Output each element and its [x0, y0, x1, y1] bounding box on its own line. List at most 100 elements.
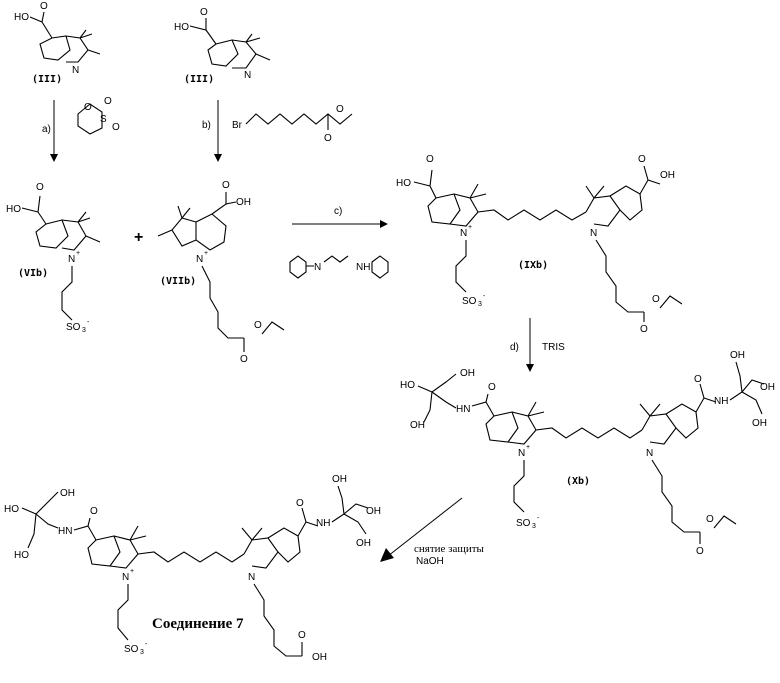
atom-oh: OH	[236, 197, 251, 208]
atom-ho: HO	[400, 380, 415, 391]
atom-nh: NH	[356, 262, 370, 273]
compound-VIIb: OH O N + O O (VIIb)	[158, 180, 284, 365]
label-VIb: (VIb)	[18, 268, 48, 279]
atom-nplus: N	[518, 448, 525, 459]
atom-hn: HN	[456, 404, 470, 415]
plus-sign: +	[134, 229, 143, 246]
atom-n: N	[590, 228, 597, 239]
atom-ho: HO	[396, 178, 411, 189]
atom-o: O	[426, 154, 434, 165]
bromo-ester-reagent: Br O O	[232, 104, 352, 144]
charge-plus: +	[76, 250, 80, 257]
atom-o: O	[296, 498, 304, 509]
atom-n: N	[248, 572, 255, 583]
charge-plus: +	[204, 250, 208, 257]
sub-3: 3	[82, 327, 86, 334]
atom-nplus: N	[68, 254, 75, 265]
charge-plus: +	[130, 568, 134, 575]
atom-s: S	[100, 114, 107, 125]
atom-nh: NH	[714, 396, 728, 407]
label-VIIb: (VIIb)	[160, 276, 196, 287]
atom-o: O	[696, 546, 704, 557]
atom-n: N	[646, 448, 653, 459]
reagent-tris: TRIS	[542, 342, 565, 353]
atom-o: O	[488, 382, 496, 393]
charge-plus: +	[526, 444, 530, 451]
step-b: b)	[202, 120, 211, 131]
atom-so3: SO	[66, 322, 81, 333]
step-d: d)	[510, 342, 519, 353]
charge-minus: -	[483, 293, 486, 300]
sub-3: 3	[532, 523, 536, 530]
atom-o: O	[706, 514, 714, 525]
compound-Xb: HO OH OH HN O N + SO 3 - O NH OH OH OH N…	[400, 350, 775, 557]
atom-o: O	[638, 154, 646, 165]
atom-oh: OH	[410, 420, 425, 431]
atom-ho: HO	[174, 22, 189, 33]
charge-minus: -	[87, 319, 90, 326]
atom-o: O	[324, 133, 332, 144]
sub-3: 3	[478, 301, 482, 308]
atom-o: O	[336, 104, 344, 115]
atom-so3: SO	[516, 518, 531, 529]
step-a: a)	[42, 124, 51, 135]
atom-o: O	[40, 1, 48, 12]
reagent-naoh: NaOH	[416, 556, 444, 567]
atom-ho: HO	[6, 204, 21, 215]
label-III-right: (III)	[184, 74, 214, 85]
compound-7: OH HO HO HN O N + SO 3 - O NH OH OH OH N…	[4, 474, 381, 663]
label-Xb: (Xb)	[566, 476, 590, 487]
atom-o: O	[652, 294, 660, 305]
compound-III-right: HO O N (III)	[174, 7, 270, 85]
atom-n: N	[244, 70, 251, 81]
atom-so3: SO	[462, 296, 477, 307]
compound-III-left: HO O N (III)	[14, 1, 100, 85]
atom-oh: OH	[752, 418, 767, 429]
atom-br: Br	[232, 120, 243, 131]
atom-oh: OH	[60, 488, 75, 499]
charge-minus: -	[537, 515, 540, 522]
atom-ho: HO	[14, 12, 29, 23]
label-IXb: (IXb)	[518, 260, 548, 271]
compound-VIb: HO O N + SO 3 - (VIb)	[6, 182, 100, 334]
atom-ho: HO	[14, 550, 29, 561]
atom-o: O	[254, 320, 262, 331]
atom-n: N	[314, 262, 321, 273]
label-III-left: (III)	[32, 74, 62, 85]
compound-IXb: HO O N + SO 3 - O OH N O O (IXb)	[396, 154, 682, 335]
atom-oh: OH	[730, 350, 745, 361]
atom-ho: HO	[4, 504, 19, 515]
atom-nh: NH	[316, 518, 330, 529]
atom-oh: OH	[660, 170, 675, 181]
atom-o: O	[104, 96, 112, 107]
step-c: c)	[334, 206, 342, 217]
atom-o: O	[200, 7, 208, 18]
atom-o: O	[298, 630, 306, 641]
atom-o: O	[640, 324, 648, 335]
sub-3: 3	[140, 649, 144, 656]
atom-oh: OH	[356, 538, 371, 549]
atom-hn: HN	[58, 526, 72, 537]
charge-minus: -	[145, 641, 148, 648]
dianil-reagent: N NH	[290, 256, 388, 278]
step-deprotect: снятие защиты	[414, 543, 485, 555]
atom-nplus: N	[122, 572, 129, 583]
atom-oh: OH	[460, 368, 475, 379]
atom-o: O	[222, 180, 230, 191]
atom-o: O	[112, 122, 120, 133]
charge-plus: +	[468, 224, 472, 231]
atom-o: O	[90, 506, 98, 517]
sultone-reagent: O S O O	[78, 96, 120, 134]
label-compound-7: Соединение 7	[152, 616, 244, 632]
atom-oh: OH	[366, 506, 381, 517]
atom-nplus: N	[460, 228, 467, 239]
atom-n: N	[72, 65, 79, 76]
atom-oh: OH	[312, 652, 327, 663]
atom-o: O	[36, 182, 44, 193]
atom-oh: OH	[760, 382, 775, 393]
atom-so3: SO	[124, 644, 139, 655]
atom-o: O	[694, 374, 702, 385]
atom-o: O	[84, 102, 92, 113]
atom-o: O	[240, 354, 248, 365]
